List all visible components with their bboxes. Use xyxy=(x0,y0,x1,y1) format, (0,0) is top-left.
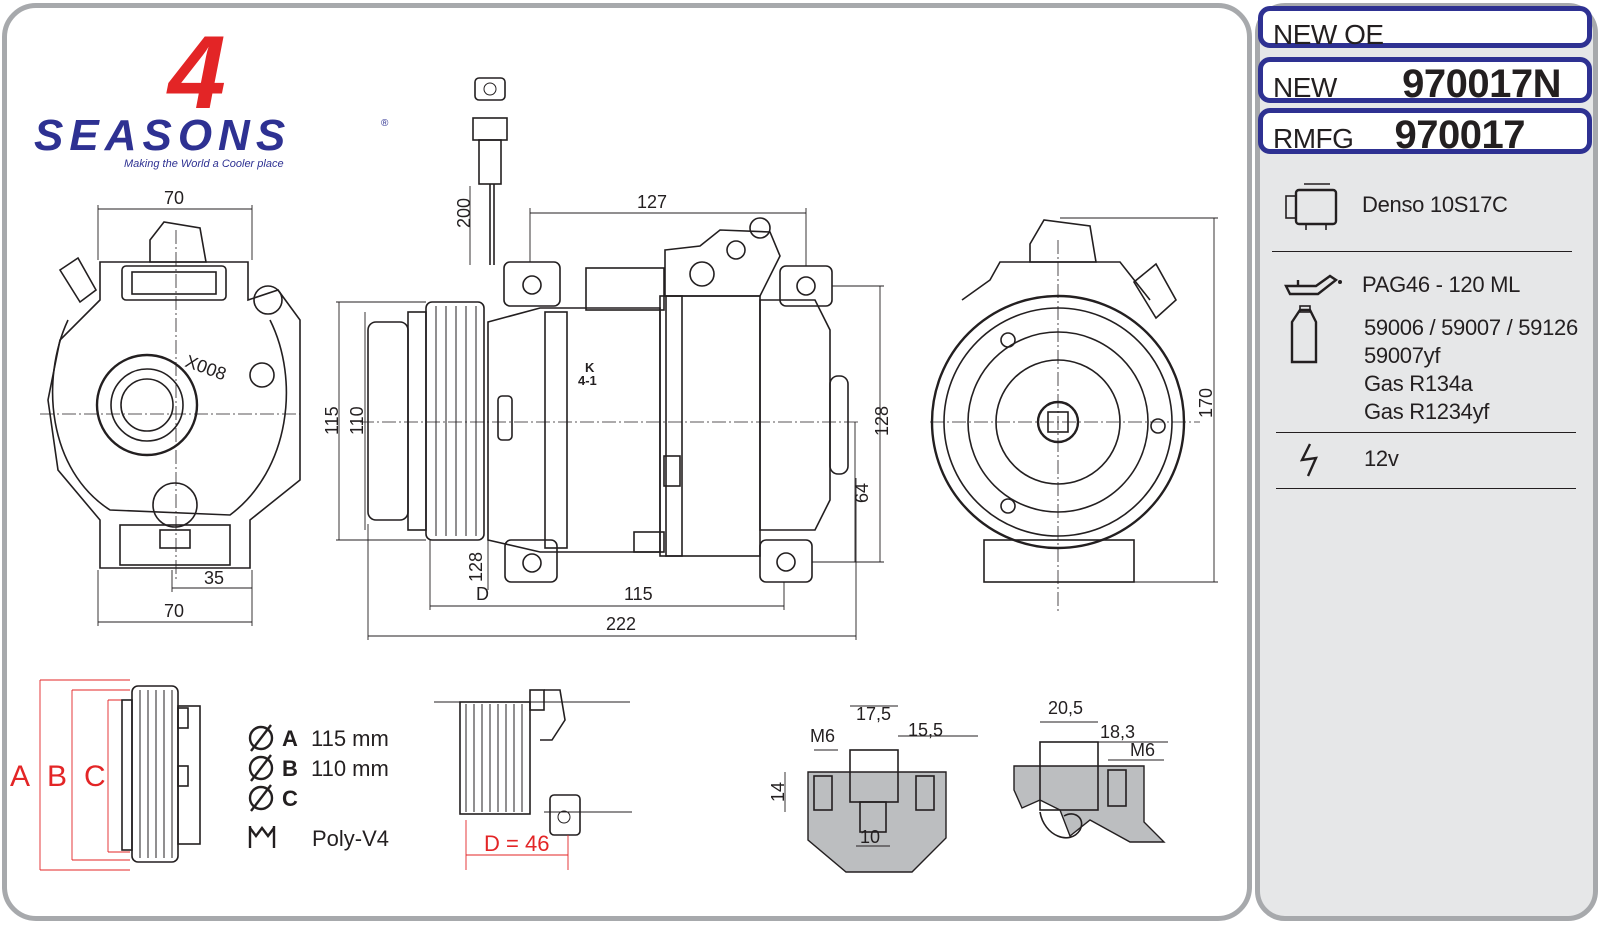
body-mark-41: 4-1 xyxy=(578,373,597,388)
port-left-thread: M6 xyxy=(810,726,835,746)
pulley-a-value: 115 mm xyxy=(311,726,389,751)
info-panel xyxy=(1255,3,1598,921)
divider xyxy=(1276,488,1576,489)
pulley-b-value: 110 mm xyxy=(311,756,389,781)
divider xyxy=(1272,251,1572,252)
belt-profile-icon xyxy=(248,826,276,848)
port-right-bore: 20,5 xyxy=(1048,698,1083,718)
rear-view: 170 xyxy=(930,217,1218,612)
rmfg-label: RMFG xyxy=(1273,123,1354,154)
oil-refs-2: 59007yf xyxy=(1364,343,1441,368)
rmfg-part-number: 970017 xyxy=(1394,113,1526,157)
dim-overall-length: 222 xyxy=(606,614,636,634)
pulley-detail: A B C xyxy=(10,679,201,871)
d-dimension: D = 46 xyxy=(484,831,549,856)
pulley-a-letter: A xyxy=(282,726,298,751)
brand-logo: 4 SEASONS ® Making the World a Cooler pl… xyxy=(34,15,389,170)
compressor-model: Denso 10S17C xyxy=(1362,192,1508,217)
pulley-c-letter: C xyxy=(282,786,298,811)
port-right-thread: M6 xyxy=(1130,740,1155,760)
new-label: NEW xyxy=(1273,72,1337,103)
d-detail: D = 46 xyxy=(434,689,632,870)
port-right-spacing: 18,3 xyxy=(1100,722,1135,742)
lightning-icon xyxy=(1299,443,1318,477)
dim-lug-spacing: 115 xyxy=(624,584,653,604)
dim-connector-length: 200 xyxy=(454,198,474,228)
dim-height-mount: 128 xyxy=(872,406,892,436)
oil-type: PAG46 - 120 ML xyxy=(1362,272,1521,297)
port-detail-left: 17,5 15,5 M6 14 10 xyxy=(768,704,978,873)
logo-digit: 4 xyxy=(166,15,226,131)
gas-2: Gas R1234yf xyxy=(1364,399,1490,424)
dim-front-width-bottom: 70 xyxy=(164,601,184,621)
logo-wordmark: SEASONS xyxy=(34,111,291,160)
pulley-specs: A 115 mm B 110 mm C Poly-V4 xyxy=(248,724,389,851)
oil-bottle-icon xyxy=(1290,305,1318,364)
new-part-box: NEW 970017N xyxy=(1258,57,1592,106)
dim-axis-offset: 64 xyxy=(852,483,872,503)
belt-type: Poly-V4 xyxy=(312,826,389,851)
port-left-inner: 10 xyxy=(860,827,880,847)
pulley-b-letter: B xyxy=(282,756,298,781)
dim-lug-offset: 128 xyxy=(466,552,486,582)
new-part-number: 970017N xyxy=(1402,62,1561,106)
dim-pulley-b: 110 xyxy=(347,406,367,435)
port-detail-right: 20,5 18,3 M6 xyxy=(1013,698,1168,843)
dim-rear-height: 170 xyxy=(1196,388,1216,418)
dim-front-offset: 35 xyxy=(204,568,224,588)
pulley-label-b: B xyxy=(47,760,67,793)
logo-registered: ® xyxy=(381,118,389,129)
pulley-label-a: A xyxy=(10,760,30,793)
oe-box: NEW OE xyxy=(1258,6,1592,50)
oe-label: NEW OE xyxy=(1273,19,1384,50)
oil-refs-1: 59006 / 59007 / 59126 xyxy=(1364,315,1578,340)
dim-pulley-a: 115 xyxy=(322,406,342,435)
side-view: K 4-1 200 127 115 110 128 64 128 D xyxy=(322,77,892,640)
pulley-label-c: C xyxy=(84,760,106,793)
dim-d-label: D xyxy=(476,584,489,604)
rmfg-part-box: RMFG 970017 xyxy=(1258,108,1592,157)
gas-1: Gas R134a xyxy=(1364,371,1473,396)
front-view: X008 70 35 70 xyxy=(40,188,301,626)
logo-tagline: Making the World a Cooler place xyxy=(124,158,284,170)
divider xyxy=(1276,432,1576,433)
voltage: 12v xyxy=(1364,446,1399,471)
dim-mount-spacing: 127 xyxy=(637,192,667,212)
dim-front-width-top: 70 xyxy=(164,188,184,208)
compressor-icon xyxy=(1285,183,1338,230)
pulley-grooves xyxy=(435,306,477,536)
body-mark-k: K xyxy=(585,360,595,375)
port-left-spacing: 15,5 xyxy=(908,720,943,740)
port-left-bore: 17,5 xyxy=(856,704,891,724)
port-left-depth: 14 xyxy=(768,782,788,802)
oil-can-icon xyxy=(1284,274,1342,296)
